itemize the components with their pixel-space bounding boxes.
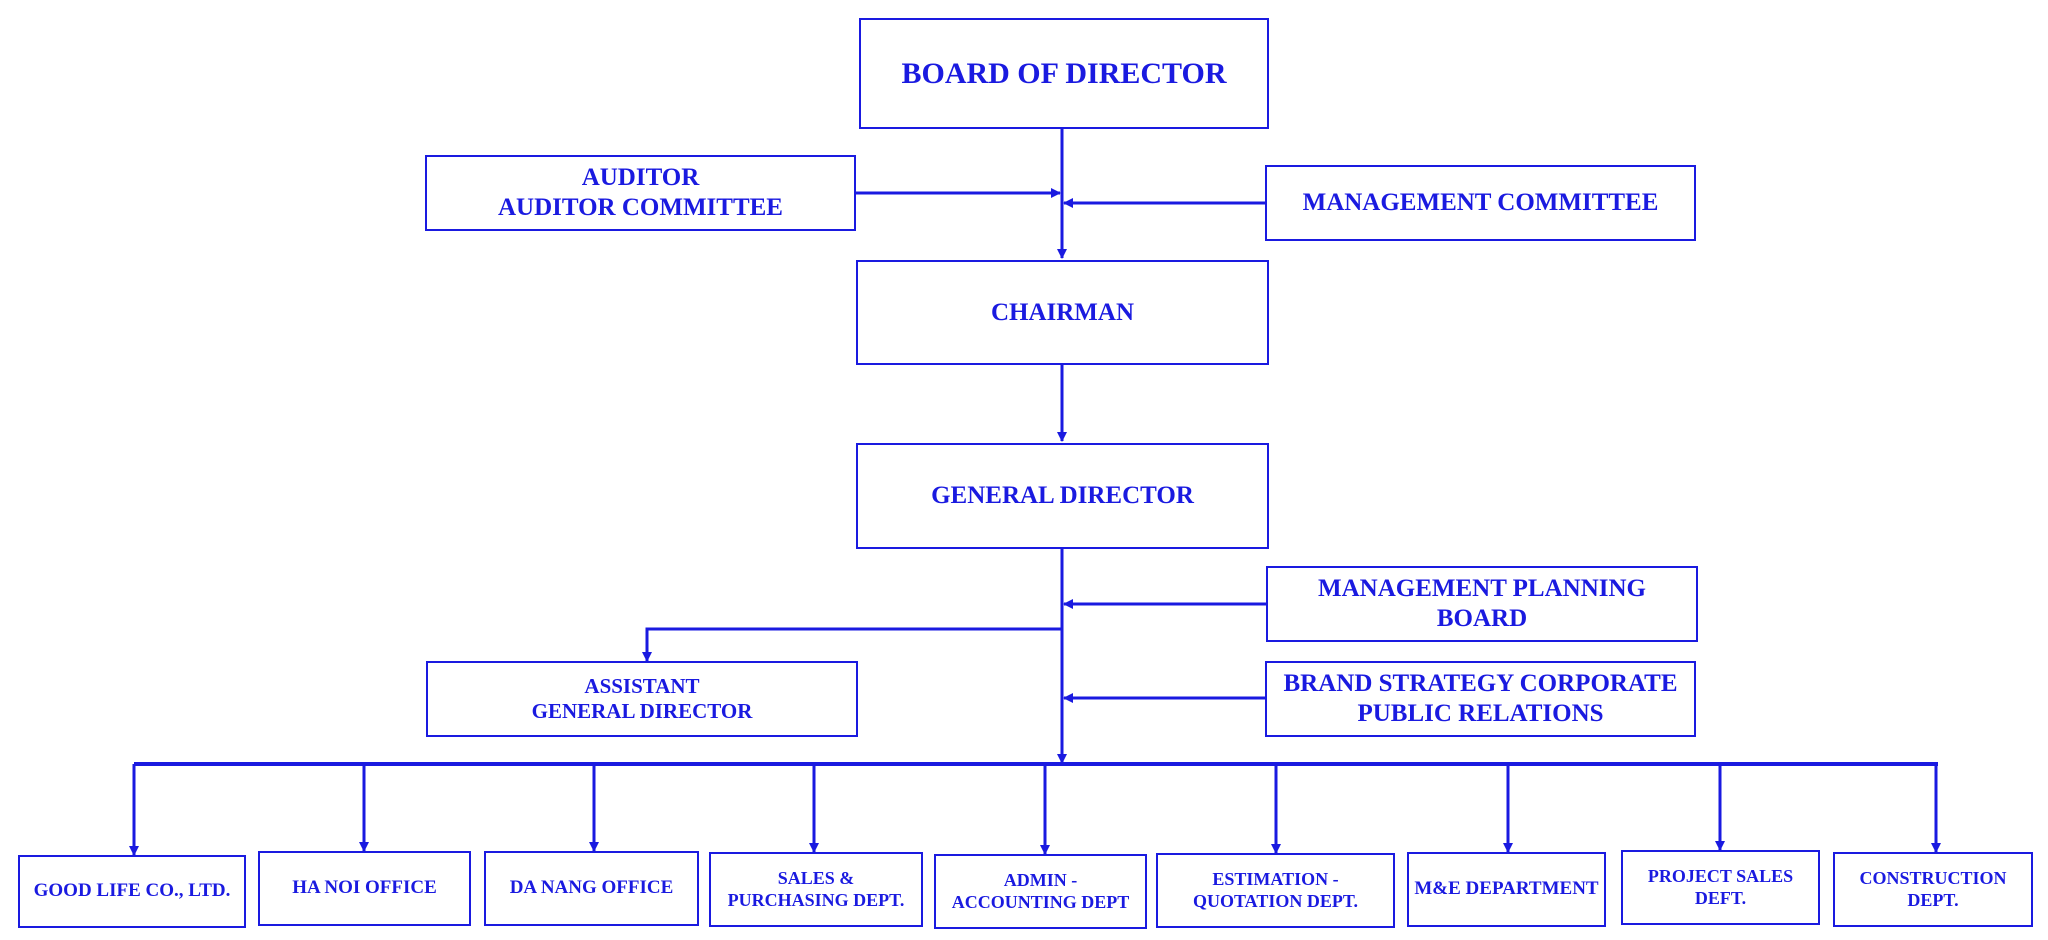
department-box-estimation: ESTIMATION - QUOTATION DEPT.	[1156, 853, 1395, 928]
management-planning-box: MANAGEMENT PLANNING BOARD	[1266, 566, 1698, 642]
management-committee-box: MANAGEMENT COMMITTEE	[1265, 165, 1696, 241]
department-box-me: M&E DEPARTMENT	[1407, 852, 1606, 927]
management-planning-board-label: BOARD	[1436, 605, 1528, 632]
chairman-label: CHAIRMAN	[990, 298, 1135, 326]
department-box-da-nang: DA NANG OFFICE	[484, 851, 699, 926]
department-box-good-life: GOOD LIFE CO., LTD.	[18, 855, 246, 928]
assistant-general-director-box: ASSISTANT GENERAL DIRECTOR	[426, 661, 858, 737]
general-director-label: GENERAL DIRECTOR	[931, 482, 1194, 509]
department-box-ha-noi: HA NOI OFFICE	[258, 851, 471, 926]
department-label-line2: DEPT.	[1907, 889, 1959, 910]
brand-strategy-label: BRAND STRATEGY CORPORATE	[1283, 670, 1678, 697]
public-relations-label: PUBLIC RELATIONS	[1357, 700, 1604, 727]
board-of-director-label: BOARD OF DIRECTOR	[901, 56, 1227, 90]
assistant-gd-label: GENERAL DIRECTOR	[531, 699, 753, 723]
department-label-line2: ACCOUNTING DEPT	[951, 891, 1130, 912]
department-box-construction: CONSTRUCTION DEPT.	[1833, 852, 2033, 927]
general-director-box: GENERAL DIRECTOR	[856, 443, 1269, 549]
department-label: HA NOI OFFICE	[292, 877, 437, 899]
department-label: SALES &	[777, 867, 855, 888]
auditor-box: AUDITOR AUDITOR COMMITTEE	[425, 155, 856, 231]
management-committee-label: MANAGEMENT COMMITTEE	[1302, 189, 1659, 216]
assistant-label: ASSISTANT	[584, 673, 700, 698]
department-label-line2: QUOTATION DEPT.	[1192, 890, 1358, 911]
department-box-admin: ADMIN - ACCOUNTING DEPT	[934, 854, 1147, 929]
board-of-director-box: BOARD OF DIRECTOR	[859, 18, 1269, 129]
management-planning-label: MANAGEMENT PLANNING	[1317, 575, 1646, 602]
auditor-label: AUDITOR	[581, 164, 700, 191]
assistant-connector	[642, 627, 1062, 662]
brand-strategy-box: BRAND STRATEGY CORPORATE PUBLIC RELATION…	[1265, 661, 1696, 737]
department-label-line2: PURCHASING DEPT.	[727, 889, 905, 910]
department-label-line2: DEFT.	[1694, 887, 1747, 908]
department-label: GOOD LIFE CO., LTD.	[33, 880, 231, 902]
department-label: CONSTRUCTION	[1859, 867, 2007, 888]
department-label: ADMIN -	[1003, 869, 1078, 890]
department-box-project-sales: PROJECT SALES DEFT.	[1621, 850, 1820, 925]
department-label: M&E DEPARTMENT	[1414, 878, 1599, 900]
auditor-committee-label: AUDITOR COMMITTEE	[498, 194, 783, 221]
chairman-box: CHAIRMAN	[856, 260, 1269, 365]
department-label: PROJECT SALES	[1647, 865, 1794, 886]
department-box-sales: SALES & PURCHASING DEPT.	[709, 852, 923, 927]
department-label: DA NANG OFFICE	[509, 877, 674, 899]
department-label: ESTIMATION -	[1212, 868, 1339, 889]
